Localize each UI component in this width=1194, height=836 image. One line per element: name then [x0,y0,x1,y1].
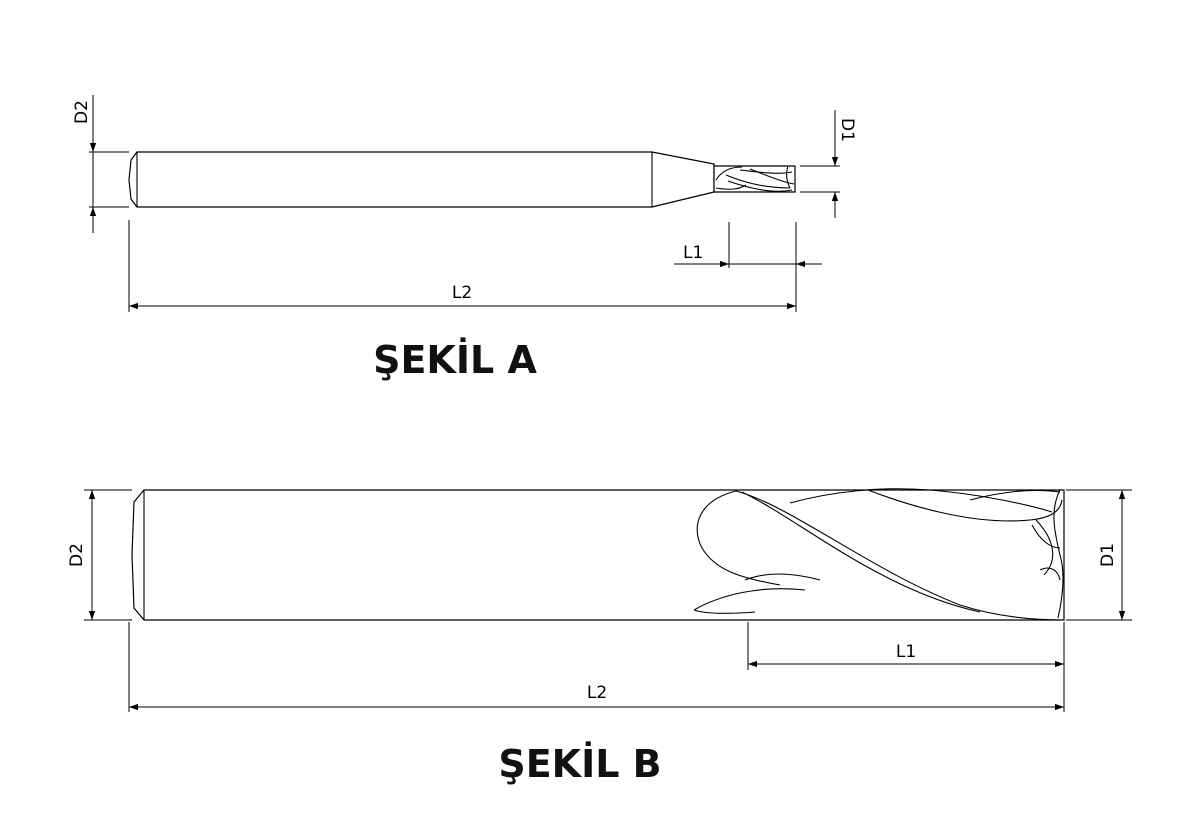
figure-b-title: ŞEKİL B [498,742,661,786]
figure-b-tool-body [131,489,1065,621]
figure-b-l2-label: L2 [587,683,607,703]
figure-a-flutes [713,165,796,193]
figure-b-l2-dimension: L2 [128,622,1064,712]
figure-a: D2 D1 L1 L2 ŞEKİL A [72,95,857,382]
figure-a-d1-label: D1 [837,118,857,142]
figure-b-d1-label: D1 [1098,543,1118,567]
figure-a-d2-dimension: D2 [72,95,129,233]
figure-a-l2-label: L2 [452,283,472,303]
figure-a-l2-dimension: L2 [128,220,796,312]
figure-b-d1-dimension: D1 [1066,489,1132,621]
figure-b-flutes [693,488,1065,621]
figure-b-l1-dimension: L1 [747,622,1065,712]
figure-b-d2-label: D2 [67,543,87,567]
figure-a-l1-label: L1 [683,243,703,263]
figure-a-tool-body [128,151,715,208]
figure-a-title: ŞEKİL A [373,338,537,382]
figure-a-l1-dimension: L1 [674,222,822,312]
figure-b-d2-dimension: D2 [67,489,132,621]
figure-b-l1-label: L1 [896,642,916,662]
figure-b: D2 D1 L1 L2 ŞEKİL B [67,488,1132,786]
figure-a-d2-label: D2 [72,100,92,124]
figure-a-d1-dimension: D1 [800,110,857,218]
